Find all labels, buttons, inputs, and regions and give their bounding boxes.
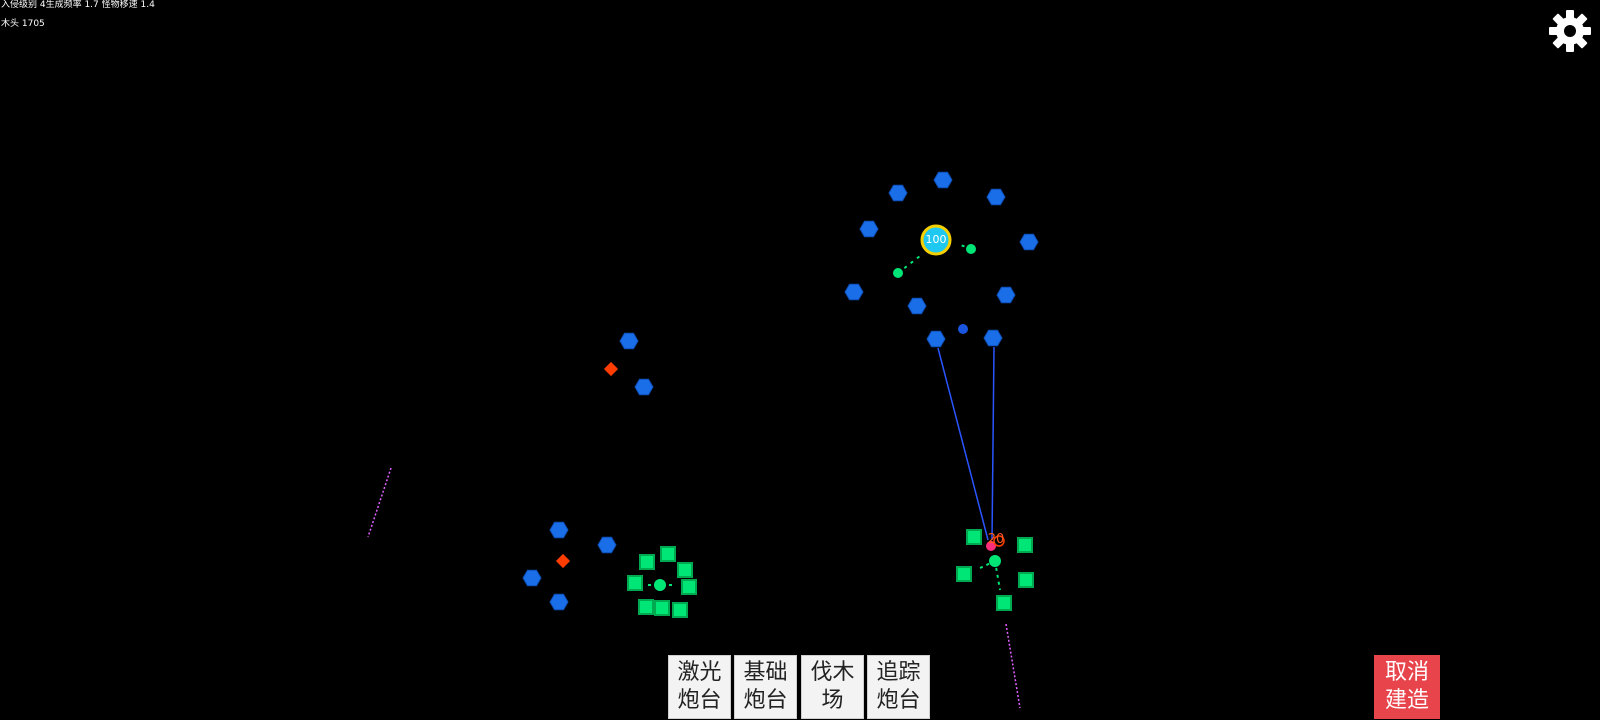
base-hexagon bbox=[907, 297, 927, 315]
base-hexagon bbox=[522, 569, 542, 587]
base-hexagon bbox=[986, 188, 1006, 206]
tracking-missile-trail bbox=[367, 467, 392, 538]
small-blue-dot bbox=[958, 324, 968, 334]
cancel-build-label: 取消建造 bbox=[1384, 660, 1429, 713]
laser-turret-block bbox=[966, 529, 982, 545]
turret-shot bbox=[979, 560, 996, 569]
build-basic-turret-button[interactable]: 基础炮台 bbox=[734, 655, 797, 719]
enemy-unit bbox=[603, 361, 619, 377]
build-tracking-turret-label: 追踪炮台 bbox=[876, 660, 921, 713]
laser-beam bbox=[937, 347, 989, 541]
wood-count: 木头 1705 bbox=[1, 19, 45, 29]
base-hexagon bbox=[844, 283, 864, 301]
hud-stats: 入侵级别 4生成频率 1.7 怪物移速 1.4 bbox=[1, 0, 159, 10]
build-lumber-yard-label: 伐木场 bbox=[810, 660, 855, 713]
build-laser-turret-button[interactable]: 激光炮台 bbox=[668, 655, 731, 719]
field-entities bbox=[367, 171, 1039, 709]
tracking-missile-trail bbox=[1005, 623, 1021, 709]
laser-turret-block bbox=[1017, 537, 1033, 553]
base-hexagon bbox=[619, 332, 639, 350]
laser-turret-block bbox=[956, 566, 972, 582]
base-hexagon bbox=[859, 220, 879, 238]
base-hexagon bbox=[996, 286, 1016, 304]
hud-stats-text: 入侵级别 4生成频率 1.7 怪物移速 1.4 bbox=[1, 0, 155, 10]
laser-turret-block bbox=[639, 554, 655, 570]
laser-turret-block bbox=[638, 599, 654, 615]
hud-resources: 木头 1705 bbox=[1, 19, 49, 29]
laser-turret-block bbox=[672, 602, 688, 618]
turret-shot bbox=[994, 560, 1001, 591]
damage-number: 20 bbox=[988, 532, 1005, 547]
base-hexagon bbox=[888, 184, 908, 202]
build-laser-turret-label: 激光炮台 bbox=[677, 660, 722, 713]
enemy-hit bbox=[986, 541, 996, 551]
laser-turret-block bbox=[677, 562, 693, 578]
laser-turret-block bbox=[1018, 572, 1034, 588]
core-base bbox=[920, 224, 952, 256]
base-hexagon bbox=[549, 521, 569, 539]
laser-turret-block bbox=[660, 546, 676, 562]
base-hexagon bbox=[634, 378, 654, 396]
core-hp-text: 100 bbox=[926, 233, 947, 246]
build-basic-turret-label: 基础炮台 bbox=[743, 660, 788, 713]
base-hexagon bbox=[549, 593, 569, 611]
turret-core bbox=[654, 579, 666, 591]
laser-beam bbox=[991, 346, 995, 541]
base-hexagon bbox=[926, 330, 946, 348]
build-tracking-turret-button[interactable]: 追踪炮台 bbox=[867, 655, 930, 719]
cancel-build-button[interactable]: 取消建造 bbox=[1374, 655, 1440, 719]
hit-ring bbox=[993, 535, 1005, 547]
enemy-unit bbox=[555, 553, 571, 569]
base-hexagon bbox=[597, 536, 617, 554]
settings-button[interactable] bbox=[1548, 9, 1592, 53]
laser-turret-block bbox=[996, 595, 1012, 611]
base-hexagon bbox=[933, 171, 953, 189]
gear-icon bbox=[1549, 10, 1591, 52]
base-hexagon bbox=[983, 329, 1003, 347]
turret-shot bbox=[957, 243, 972, 250]
laser-turret-block bbox=[627, 575, 643, 591]
build-lumber-yard-button[interactable]: 伐木场 bbox=[801, 655, 864, 719]
laser-turret-block bbox=[654, 600, 670, 616]
laser-turret-block bbox=[681, 579, 697, 595]
base-hexagon bbox=[1019, 233, 1039, 251]
